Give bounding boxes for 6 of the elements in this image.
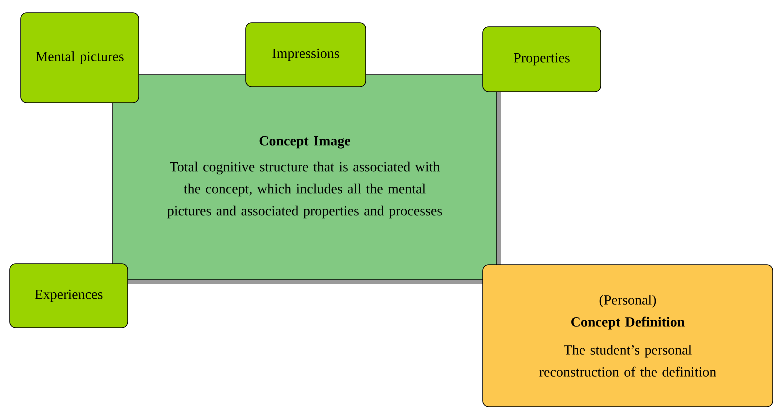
concept-box: Mental pictures	[20, 12, 140, 104]
definition-box: (Personal) Concept Definition The student’s personal reconstruction of the definition	[482, 264, 774, 408]
concept-box: Experiences	[10, 264, 128, 328]
concept-box: Properties	[482, 26, 602, 92]
concept-box: Concept Image Total cognitive structure that is associated with the concept, which includes all the mental pictures and associated properties and processes	[112, 74, 501, 284]
concept-box: Impressions	[246, 22, 366, 88]
